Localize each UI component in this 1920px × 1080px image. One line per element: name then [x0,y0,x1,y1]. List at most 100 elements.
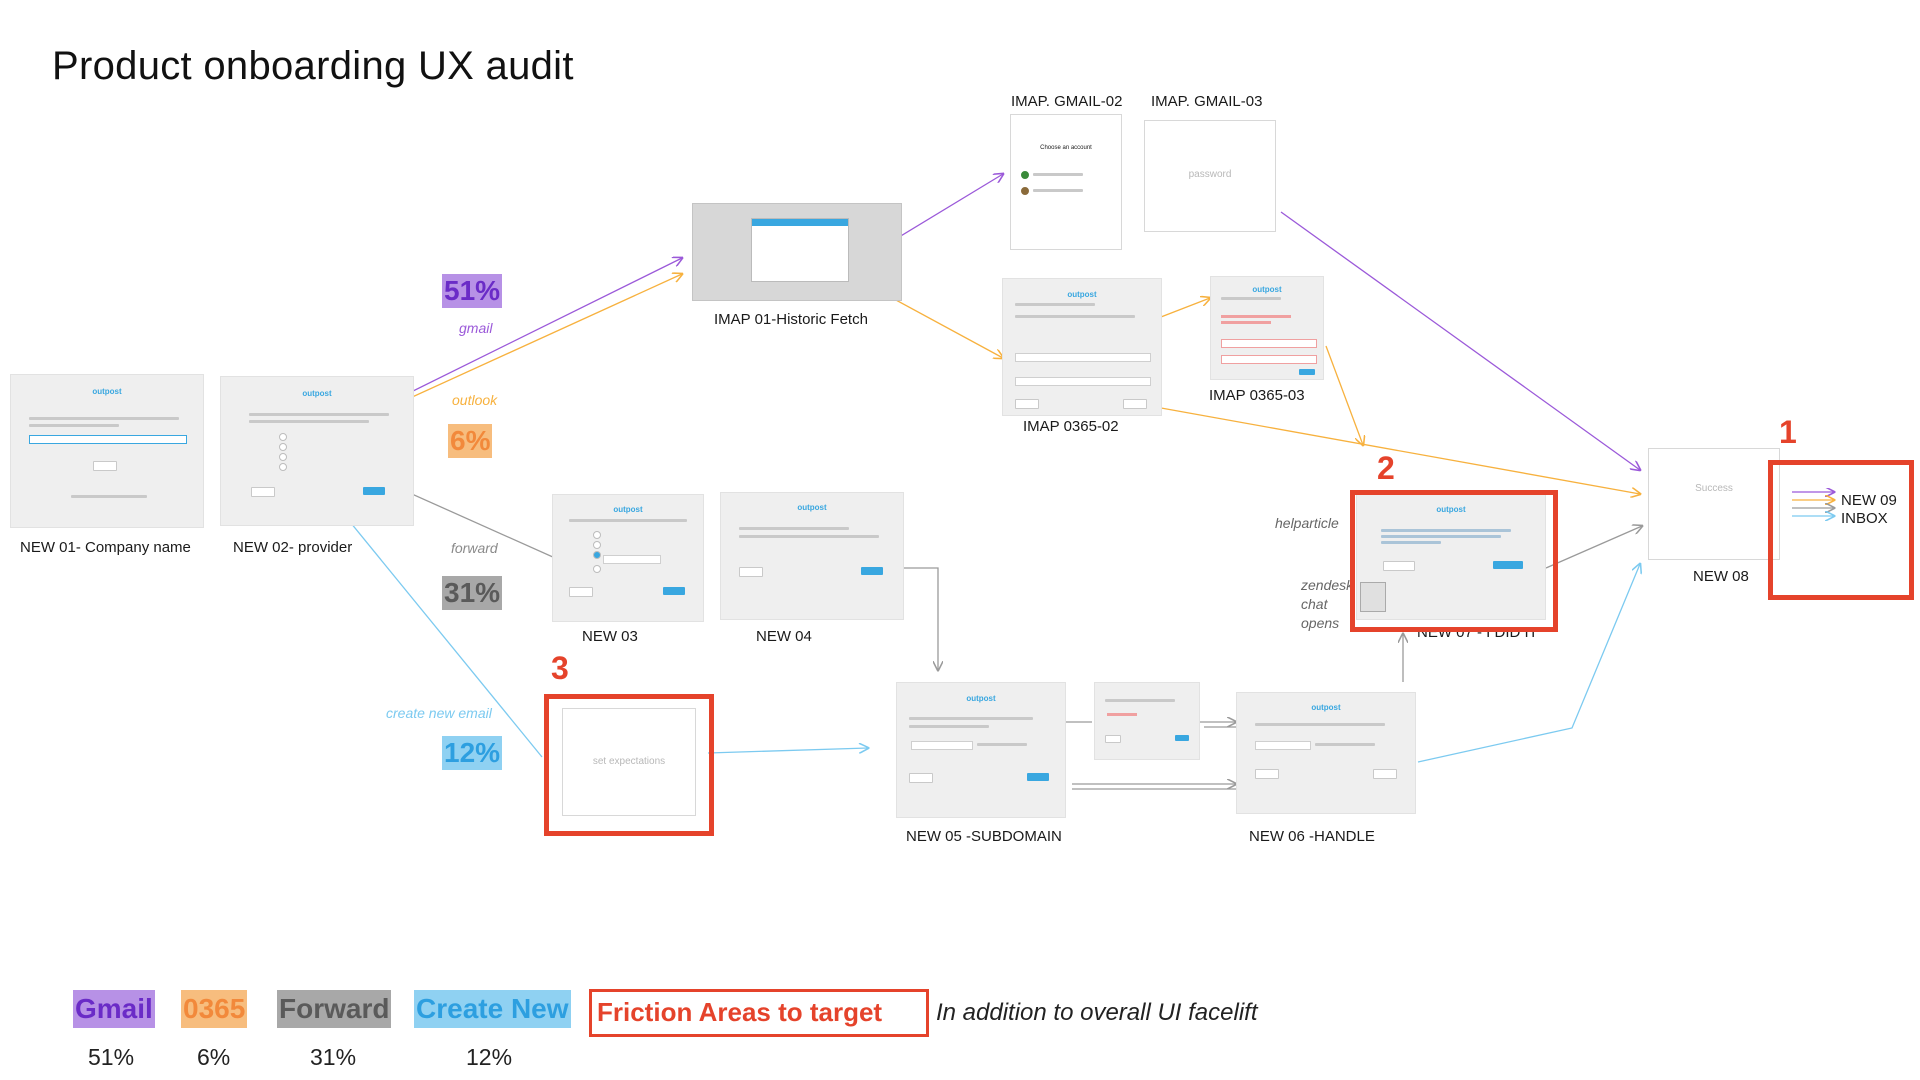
back-button [569,587,593,597]
screen-text-line [1221,297,1281,300]
screen-text-line [249,420,369,423]
connector-new07-new08 [1545,526,1642,569]
screen-text-line [1015,315,1135,318]
label-new01: NEW 01- Company name [20,539,191,556]
next-button [1175,735,1189,741]
label-new08: NEW 08 [1693,568,1749,585]
radio-option [593,531,601,539]
success-placeholder: Success [1695,483,1733,494]
radio-option [593,541,601,549]
next-button [1027,773,1049,781]
route-pct-outlook: 6% [448,424,493,458]
company-name-field [29,435,187,444]
outpost-logo: outpost [302,388,332,398]
label-new05: NEW 05 -SUBDOMAIN [906,828,1062,845]
outlook-connectors [317,274,1640,494]
friction-area-2-new07 [1350,490,1558,632]
screen-new06-handle: outpost [1236,692,1416,814]
annotation-zendesk-line: zendesk [1301,577,1354,593]
radio-option [279,463,287,471]
screen-gmail02-choose-account: Choose an account [1010,114,1122,250]
screen-text-line [1381,535,1501,538]
connector-new06-new08 [1417,564,1640,763]
i-did-it-button [1493,561,1523,569]
label-inbox: INBOX [1841,510,1888,527]
screen-text-line [1381,541,1441,544]
label-new03: NEW 03 [582,628,638,645]
label-new02: NEW 02- provider [233,539,353,556]
screen-set-expectations: set expectations [562,708,696,816]
connector-o365-03-new07 [1325,345,1363,445]
route-pct-forward: 31% [442,576,503,610]
screen-text-line [569,519,687,522]
annotation-zendesk-chat: zendesk chat opens [1301,576,1353,633]
route-label-create: create new email [386,705,492,721]
radio-option [279,433,287,441]
outpost-logo: outpost [797,503,827,513]
handle-suffix [1315,743,1375,746]
next-button [1123,399,1147,409]
outpost-logo: outpost [92,387,122,397]
back-button [1105,735,1121,743]
back-button [739,567,763,577]
legend-pct-create-new: 12% [466,1044,513,1070]
choose-account-heading: Choose an account [1040,145,1092,151]
route-label-forward: forward [451,540,498,556]
label-imap01: IMAP 01-Historic Fetch [714,311,868,328]
screen-imap01-historic-fetch [692,203,902,301]
back-button [909,773,933,783]
label-new04: NEW 04 [756,628,812,645]
back-button [1015,399,1039,409]
set-expectations-placeholder: set expectations [592,755,666,767]
screen-text-line [739,527,849,530]
screen-footer-line [71,495,147,498]
domain-suffix [977,743,1027,746]
screen-new07-i-did-it: outpost [1356,494,1546,620]
screen-gmail03-password: password [1144,120,1276,232]
route-pct-create: 12% [442,736,503,770]
friction-area-1-inbox [1768,460,1914,600]
screen-new01-company-name: outpost [10,374,204,528]
error-message-line [1221,315,1291,318]
password-field [1221,355,1317,364]
outpost-logo: outpost [1252,285,1282,295]
page-title: Product onboarding UX audit [52,44,574,88]
screen-new08-success: Success [1648,448,1780,560]
label-o365-02: IMAP 0365-02 [1023,418,1119,435]
friction-number-2: 2 [1377,450,1395,486]
account-line [1033,173,1083,176]
annotation-chat-line: chat [1301,596,1328,612]
email-field [1221,339,1317,348]
legend-create-new: Create New [414,990,571,1028]
friction-number-1: 1 [1779,414,1797,450]
back-button [251,487,275,497]
connector-o365-02-new08 [1149,405,1640,494]
radio-option [593,565,601,573]
label-gmail02: IMAP. GMAIL-02 [1011,93,1123,110]
friction-area-3-expectations [544,694,714,836]
handle-field [1255,741,1311,750]
outpost-logo: outpost [1436,504,1466,514]
legend-note: In addition to overall UI facelift [936,999,1258,1026]
annotation-helparticle: helparticle [1275,515,1339,531]
gmail-connectors [317,174,1640,470]
dialog-header-bar [752,219,848,226]
outpost-logo: outpost [966,693,996,703]
connector-gmail03-new08 [1280,211,1640,470]
route-label-outlook: outlook [452,392,498,408]
historic-fetch-dialog [751,218,849,282]
next-button [1299,369,1315,375]
legend-forward: Forward [277,990,392,1028]
screen-new03: outpost [552,494,704,622]
legend-friction-areas: Friction Areas to target [589,989,929,1037]
label-new06: NEW 06 -HANDLE [1249,828,1375,845]
route-label-gmail: gmail [459,320,493,336]
screen-o365-02: outpost [1002,278,1162,416]
radio-option [279,443,287,451]
radio-option [279,453,287,461]
screen-text-line [249,413,389,416]
connector-new04-new05 [896,567,938,670]
screen-text-line [1381,529,1511,532]
outpost-logo: outpost [1311,702,1341,712]
screen-new04: outpost [720,492,904,620]
